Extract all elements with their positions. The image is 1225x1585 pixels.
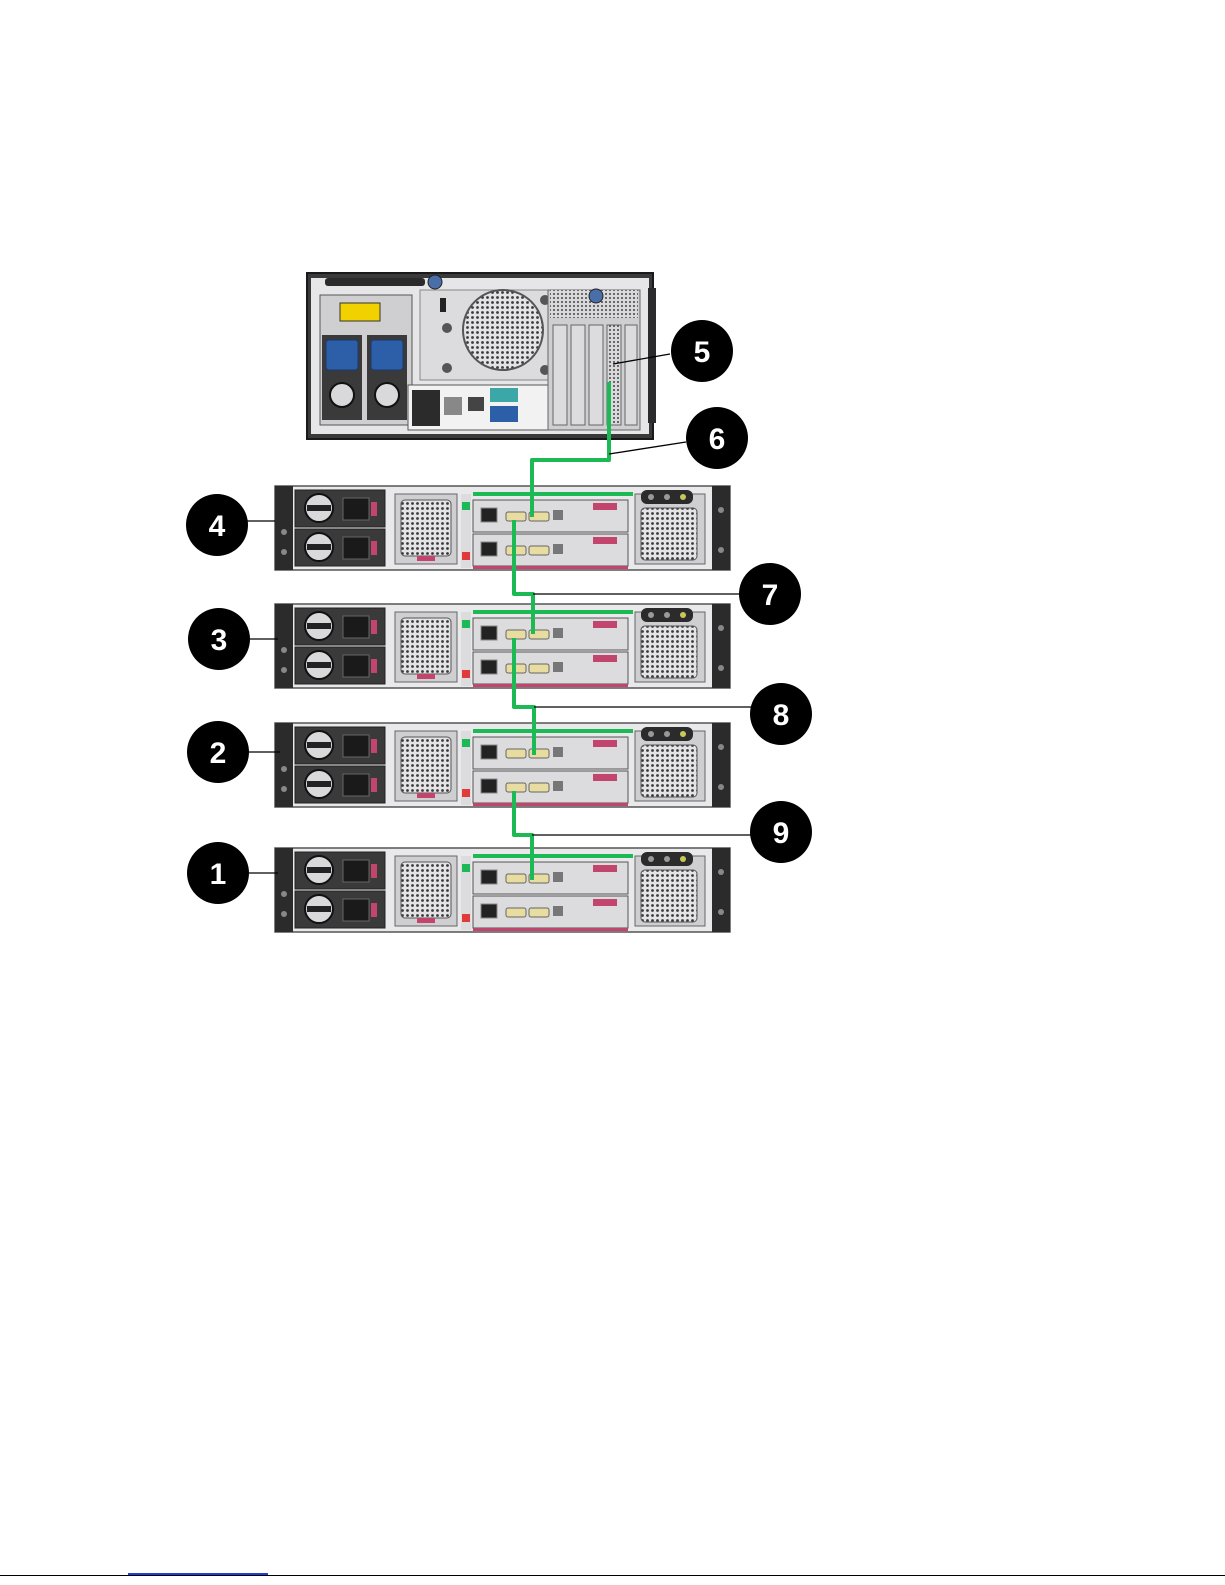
svg-text:2: 2 — [210, 737, 227, 770]
callout-9: 9 — [750, 801, 812, 863]
disk-enclosure-2 — [275, 723, 730, 807]
disk-enclosure-3 — [275, 604, 730, 688]
svg-text:1: 1 — [210, 858, 227, 891]
callout-6: 6 — [686, 407, 748, 469]
callout-4: 4 — [186, 494, 248, 556]
disk-enclosure-4 — [275, 486, 730, 570]
disk-enclosure-1 — [275, 848, 730, 932]
svg-text:5: 5 — [694, 336, 711, 369]
svg-text:6: 6 — [709, 423, 726, 456]
callout-1: 1 — [187, 842, 249, 904]
tower-server-rear — [307, 273, 656, 439]
svg-text:7: 7 — [762, 579, 779, 612]
callout-7: 7 — [739, 563, 801, 625]
svg-text:9: 9 — [773, 817, 790, 850]
svg-text:4: 4 — [209, 510, 226, 543]
callout-2: 2 — [187, 721, 249, 783]
callout-5: 5 — [671, 320, 733, 382]
svg-text:3: 3 — [211, 624, 228, 657]
callout-8: 8 — [750, 683, 812, 745]
footer-link-underline[interactable] — [128, 1573, 268, 1575]
footer-rule — [0, 1575, 1225, 1576]
svg-text:8: 8 — [773, 699, 790, 732]
callout-3: 3 — [188, 608, 250, 670]
